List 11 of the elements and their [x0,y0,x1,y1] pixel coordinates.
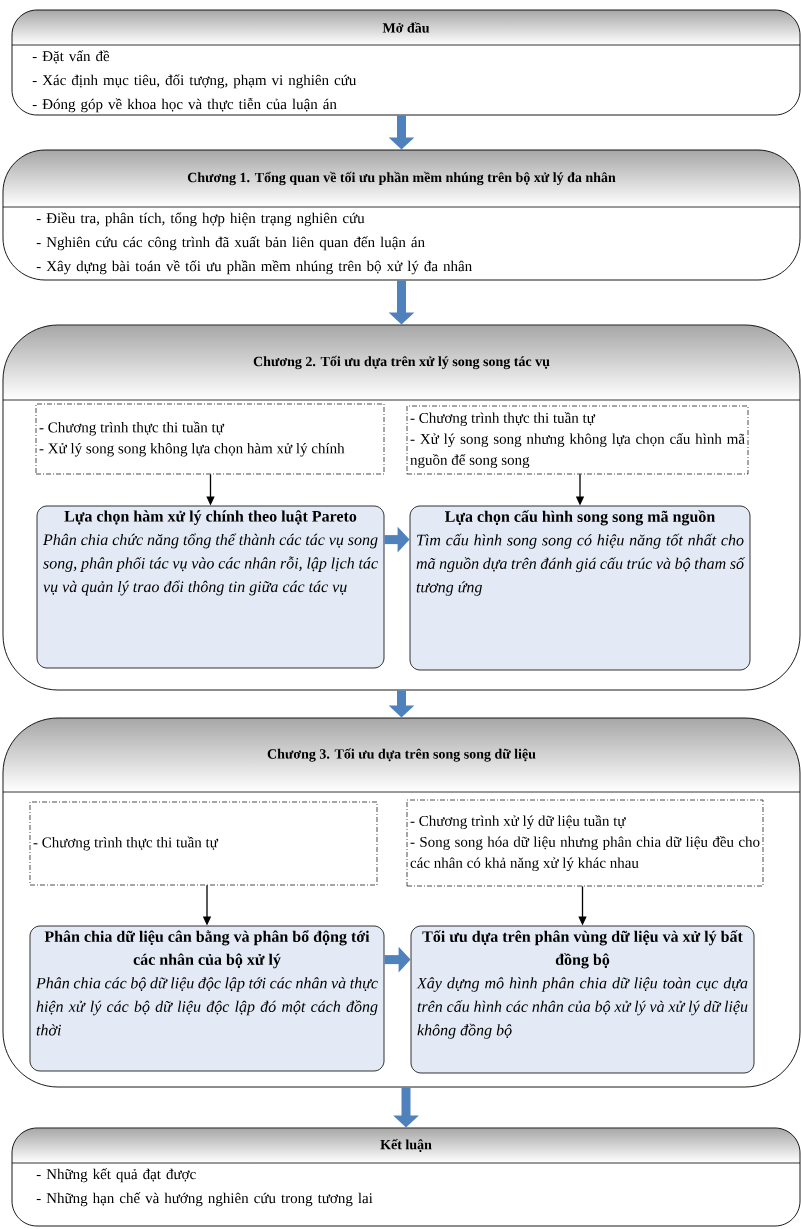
condition-box: - Chương trình thực thi tuần tự - Xử lý song song không lựa chọn hàm xử lý chính [35,403,385,475]
condition-box: - Chương trình xử lý dữ liệu tuần tự - Song song hóa dữ liệu nhưng phân chia dữ liệu đều cho các nhân có khả năng xử lý khác nhau [406,799,764,887]
chapter-box: Mở đầu - Đặt vấn đề - Xác định mục tiêu, đối tượng, phạm vi nghiên cứu - Đóng góp về khoa học và thực tiễn của luận án [11,9,801,116]
condition-box: - Chương trình thực thi tuần tự [29,801,378,886]
method-box: Phân chia dữ liệu cân bằng và phân bổ động tới các nhân của bộ xử lý Phân chia các bộ dữ liệu độc lập tới các nhân và thực hiện xử lý các bộ dữ liệu độc lập đó một cách đồng thời [29,925,385,1072]
method-box: Lựa chọn hàm xử lý chính theo luật Pareto Phân chia chức năng tổng thể thành các tác vụ song song, phân phối tác vụ vào các nhân rỗi, lập lịch tác vụ và quản lý trao đổi thông tin giữa các tác vụ [36,505,385,669]
method-box: Tối ưu dựa trên phân vùng dữ liệu và xử lý bất đồng bộ Xây dựng mô hình phân chia dữ liệu toàn cục dựa trên cấu hình các nhân của bộ xử lý và xử lý dữ liệu không đồng bộ [410,925,755,1074]
chapter-box: Kết luận - Những kết quả đạt được - Những hạn chế và hướng nghiên cứu trong tương lai [11,1127,801,1227]
chapter-box: Chương 1. Tổng quan về tối ưu phần mềm nhúng trên bộ xử lý đa nhân - Điều tra, phân tích, tổng hợp hiện trạng nghiên cứu - Nghiên cứu các công trình đã xuất bản liên quan đến luận án - Xây dựng bài toán về tối ưu phần mềm nhúng trên bộ xử lý đa nhân [2,149,801,281]
method-box: Lựa chọn cấu hình song song mã nguồn Tìm cấu hình song song có hiệu năng tốt nhất cho mã nguồn dựa trên đánh giá cấu trúc và bộ tham số tương ứng [409,505,751,671]
condition-box: - Chương trình thực thi tuần tự - Xử lý song song nhưng không lựa chọn cấu hình mã nguồn để song song [406,405,749,475]
